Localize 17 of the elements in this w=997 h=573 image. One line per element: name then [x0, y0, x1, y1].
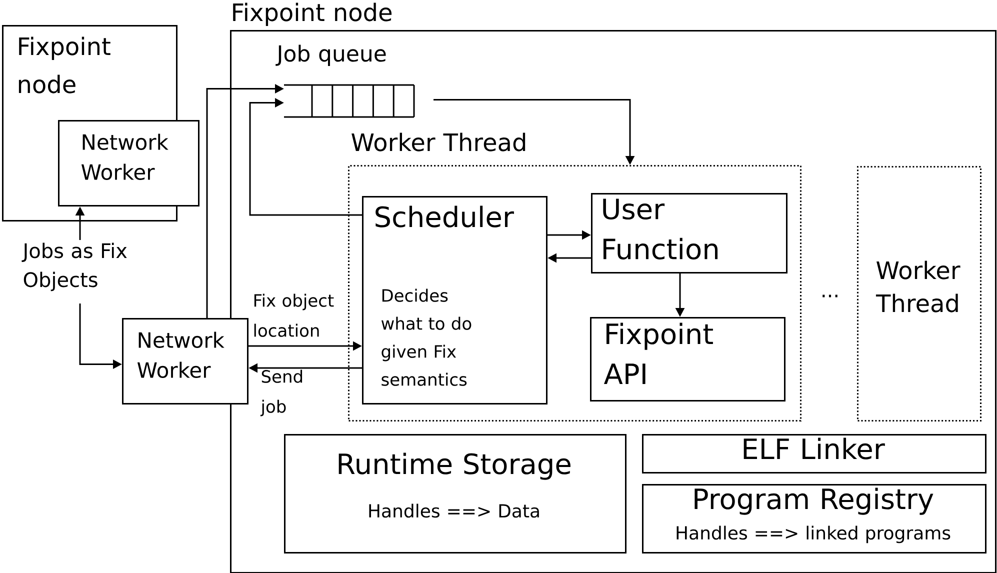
process-box: Scheduler Decides what to do given Fix semantics: [362, 196, 548, 404]
text-label: Jobs as Fix Objects: [22, 242, 127, 292]
arrow: [249, 98, 362, 216]
edge-label: Send job: [260, 370, 302, 416]
ellipsis: ...: [822, 294, 838, 298]
node-label: Worker Thread: [352, 132, 526, 152]
process-box: Program Registry Handles ==> linked programs: [642, 484, 986, 554]
process-box: Runtime Storage Handles ==> Data: [284, 434, 626, 554]
node-label: Fixpoint node: [233, 2, 392, 26]
process-box: User Function: [591, 193, 788, 274]
process-box: Network Worker: [122, 318, 248, 404]
queue-drawing: Job queue: [276, 44, 415, 118]
dotted-group-box: Worker Thread: [857, 166, 982, 422]
process-box: Network Worker: [58, 120, 200, 206]
edge-label: Fix object location: [254, 294, 334, 337]
process-box: Fixpoint API: [590, 317, 786, 402]
process-box: ELF Linker: [642, 434, 986, 474]
